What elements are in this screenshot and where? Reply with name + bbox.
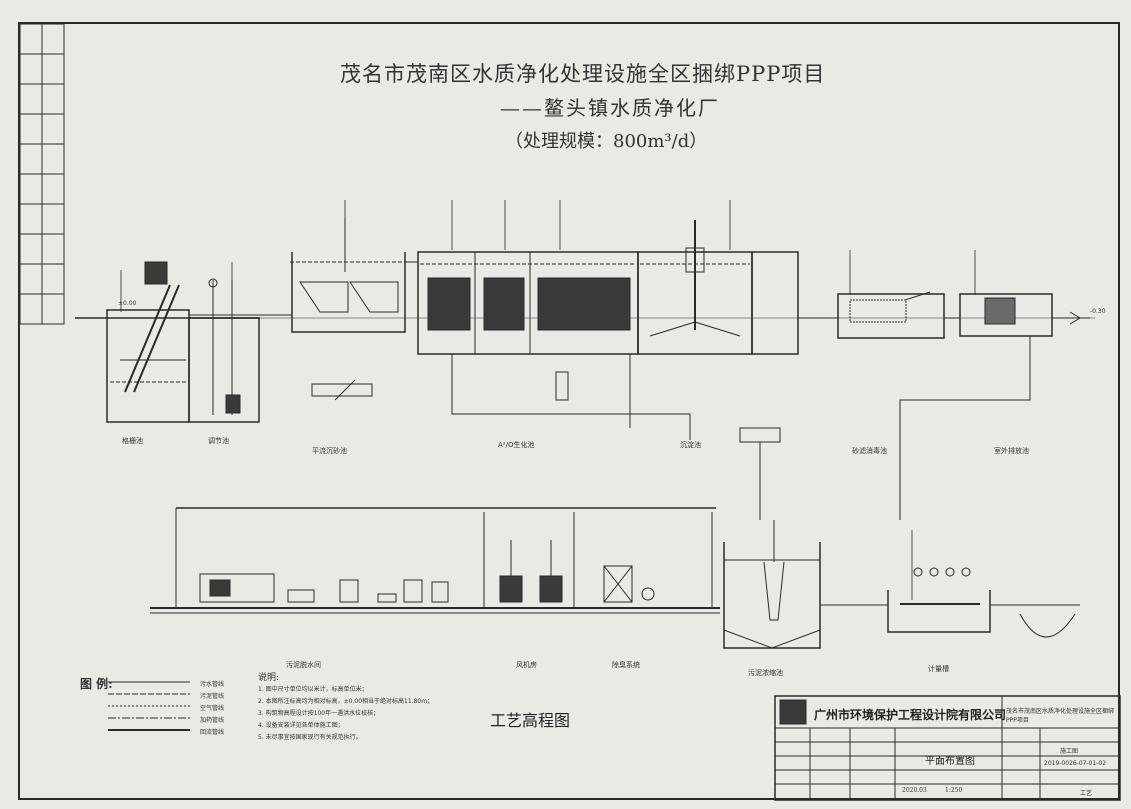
note-item: 5. 未尽事宜按国家现行有关规范执行。 bbox=[258, 734, 362, 741]
sedimentation-tank bbox=[290, 218, 408, 401]
regulating-tank bbox=[188, 278, 260, 423]
filter-tank bbox=[837, 291, 945, 339]
stage-label-clarifier: 沉淀池 bbox=[680, 441, 701, 449]
company-name: 广州市环境保护工程设计院有限公司 bbox=[814, 708, 1007, 722]
legend-item-label: 加药管线 bbox=[200, 717, 225, 724]
drawing-name: 平面布置图 bbox=[925, 756, 975, 767]
drawing-subtitle: ——鳌头镇水质净化厂 bbox=[500, 96, 720, 120]
drawing-frame bbox=[18, 22, 1120, 800]
stage-label-outfall: 室外排放池 bbox=[994, 447, 1029, 455]
drawing-scale: 1:250 bbox=[945, 787, 963, 794]
grille-tank bbox=[106, 261, 190, 423]
stage-label-sludge-house: 污泥脱水间 bbox=[286, 661, 321, 669]
legend-item-label: 空气管线 bbox=[200, 705, 225, 712]
dosing-system bbox=[603, 565, 655, 603]
legend-item-label: 污泥管线 bbox=[200, 693, 225, 700]
project-name: 茂名市茂南区水质净化处理设施全区捆绑PPP项目 bbox=[1006, 708, 1115, 724]
drawing-number: 2019-0026-07-01-02 bbox=[1044, 760, 1107, 767]
drawing-title: 茂名市茂南区水质净化处理设施全区捆绑PPP项目 bbox=[340, 62, 826, 86]
note-item: 2. 本图所注标高均为相对标高，±0.00相当于绝对标高11.80m； bbox=[258, 698, 434, 705]
note-item: 4. 设备安装详见各单体施工图； bbox=[258, 722, 344, 729]
drawing-date: 2020.03 bbox=[902, 787, 927, 794]
inlet-elevation: ±0.00 bbox=[118, 300, 137, 307]
clarifier-tank bbox=[637, 220, 753, 355]
stage-label-thickener: 污泥浓缩池 bbox=[748, 669, 783, 677]
legend-item-label: 回流管线 bbox=[200, 729, 225, 736]
outfall-tank bbox=[959, 293, 1053, 337]
stage-label-sedimentation: 平流沉砂池 bbox=[312, 447, 347, 455]
outlet-elevation: -0.30 bbox=[1090, 308, 1106, 315]
stage-label-metering: 计量槽 bbox=[928, 665, 949, 673]
title-block bbox=[774, 695, 1121, 801]
lower-building bbox=[175, 507, 716, 608]
stage-label-dosing: 除臭系统 bbox=[612, 661, 640, 669]
ao-tank bbox=[417, 251, 639, 401]
metering-flume bbox=[887, 567, 1076, 638]
sludge-press bbox=[199, 573, 449, 603]
flow-chart-title: 工艺高程图 bbox=[490, 711, 571, 730]
stage-label-filter: 砂滤消毒池 bbox=[852, 447, 887, 455]
discipline: 工艺 bbox=[1080, 790, 1093, 797]
legend-heading: 图 例: bbox=[80, 677, 113, 691]
note-item: 1. 图中尺寸单位均以米计，标高单位米； bbox=[258, 686, 368, 693]
treatment-scale: （处理规模：800m³/d） bbox=[505, 131, 708, 152]
notes-heading: 说明: bbox=[258, 673, 280, 683]
design-stage: 施工图 bbox=[1060, 748, 1079, 755]
stage-label-blower: 风机房 bbox=[516, 661, 537, 669]
note-item: 3. 构筑物高程设计按100年一遇洪水位校核； bbox=[258, 710, 380, 717]
blowers bbox=[499, 540, 563, 603]
stage-label-ao: A²/O生化池 bbox=[498, 441, 535, 449]
thickener-tank bbox=[723, 520, 821, 649]
stage-label-grille: 格栅池 bbox=[122, 437, 143, 445]
stage-label-regulating: 调节池 bbox=[208, 437, 229, 445]
legend-item-label: 污水管线 bbox=[200, 681, 225, 688]
legend-lines bbox=[108, 681, 190, 731]
